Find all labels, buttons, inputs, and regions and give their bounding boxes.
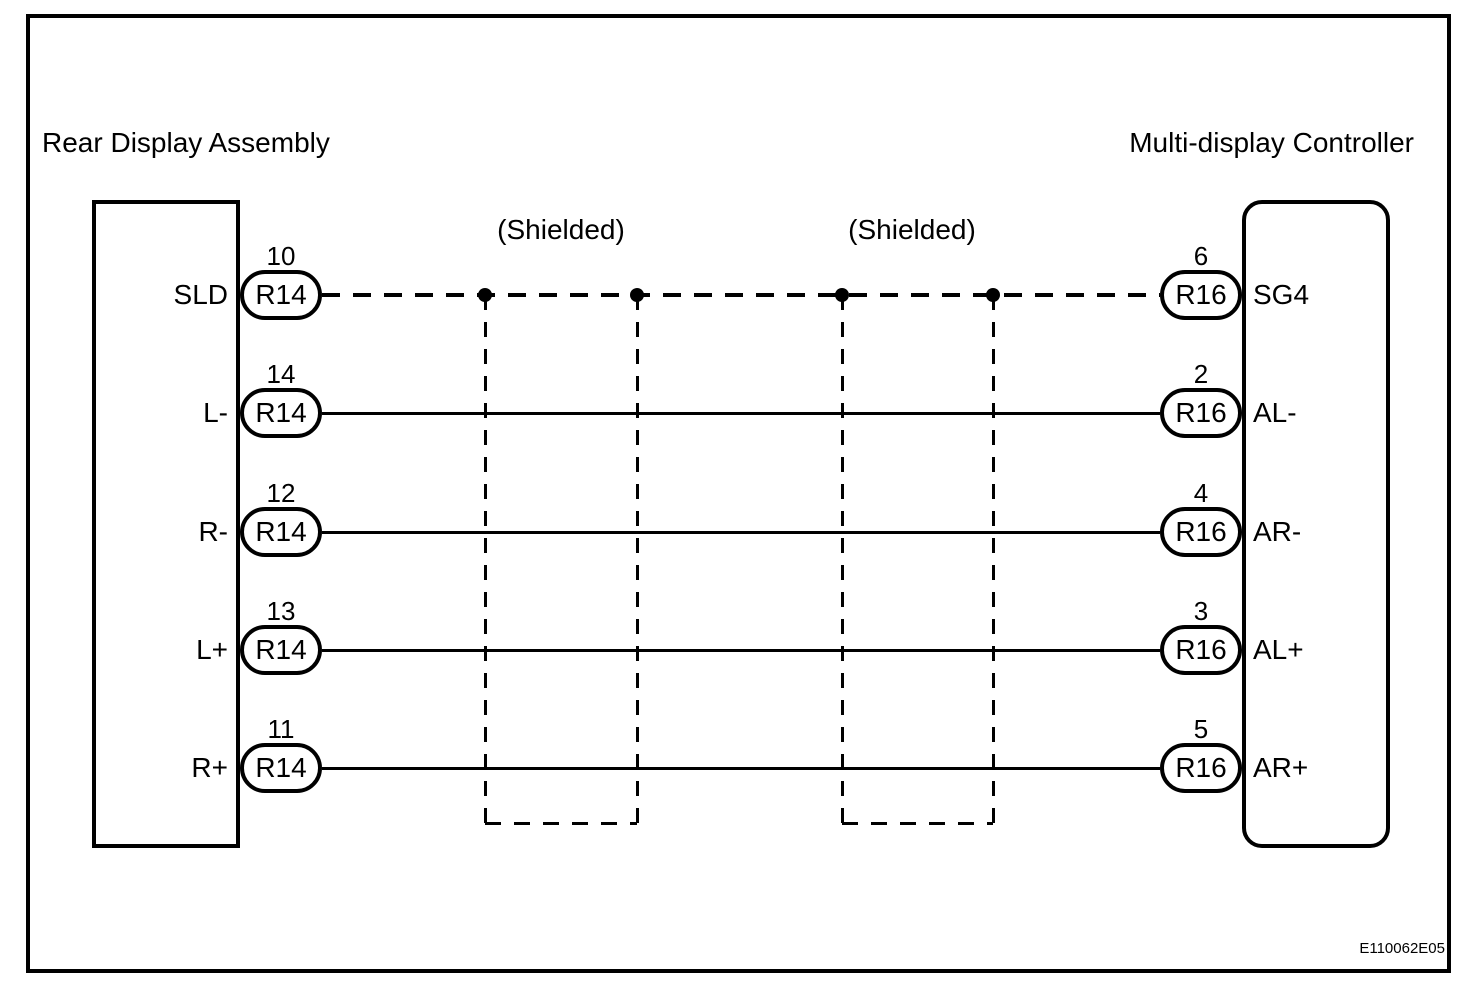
wire-row-3 xyxy=(322,649,1160,652)
wire-row-2 xyxy=(322,531,1160,534)
shield-box-2-bottom-line xyxy=(842,822,993,825)
shielded-label-1: (Shielded) xyxy=(497,214,625,245)
shield-box-2-left-line xyxy=(841,295,844,824)
signal-label-al-minus: AL- xyxy=(1253,397,1297,428)
pin-number: 3 xyxy=(1193,596,1209,626)
shield-wire-dashed xyxy=(322,293,1160,297)
shield-box-1-left-line xyxy=(484,295,487,824)
junction-dot xyxy=(478,288,492,302)
junction-dot xyxy=(630,288,644,302)
shield-box-2-right-line xyxy=(992,295,995,824)
right-component-title: Multi-display Controller xyxy=(1129,127,1414,158)
connector-code: R16 xyxy=(1175,516,1227,547)
connector-pill-r14: R14 xyxy=(240,270,322,320)
connector-code: R16 xyxy=(1175,397,1227,428)
connector-code: R14 xyxy=(255,279,307,310)
wire-row-4 xyxy=(322,767,1160,770)
left-component-box xyxy=(92,200,240,848)
connector-pill-r14: R14 xyxy=(240,507,322,557)
signal-label-l-minus: L- xyxy=(203,397,228,428)
pin-number: 13 xyxy=(266,596,296,626)
connector-code: R16 xyxy=(1175,279,1227,310)
signal-label-al-plus: AL+ xyxy=(1253,634,1304,665)
pin-number: 10 xyxy=(266,241,296,271)
shielded-label-2: (Shielded) xyxy=(848,214,976,245)
left-component-title: Rear Display Assembly xyxy=(42,127,330,158)
connector-pill-r16: R16 xyxy=(1160,625,1242,675)
pin-number: 12 xyxy=(266,478,296,508)
figure-id: E110062E05 xyxy=(1359,940,1445,957)
pin-number: 11 xyxy=(267,714,295,744)
wire-row-1 xyxy=(322,412,1160,415)
junction-dot xyxy=(835,288,849,302)
connector-pill-r14: R14 xyxy=(240,388,322,438)
connector-pill-r14: R14 xyxy=(240,743,322,793)
signal-label-sld: SLD xyxy=(173,279,228,310)
connector-code: R14 xyxy=(255,516,307,547)
shield-box-1-bottom-line xyxy=(485,822,637,825)
connector-code: R16 xyxy=(1175,634,1227,665)
pin-number: 4 xyxy=(1193,478,1209,508)
junction-dot xyxy=(986,288,1000,302)
signal-label-ar-minus: AR- xyxy=(1253,516,1302,547)
pin-number: 14 xyxy=(266,359,296,389)
connector-pill-r16: R16 xyxy=(1160,743,1242,793)
connector-code: R14 xyxy=(255,397,307,428)
connector-pill-r16: R16 xyxy=(1160,270,1242,320)
pin-number: 2 xyxy=(1193,359,1209,389)
diagram-border xyxy=(26,14,1451,973)
connector-code: R14 xyxy=(255,634,307,665)
pin-number: 6 xyxy=(1193,241,1209,271)
connector-code: R16 xyxy=(1175,752,1227,783)
signal-label-l-plus: L+ xyxy=(196,634,228,665)
pin-number: 5 xyxy=(1193,714,1209,744)
shield-box-1-right-line xyxy=(636,295,639,824)
connector-pill-r14: R14 xyxy=(240,625,322,675)
signal-label-sg4: SG4 xyxy=(1253,279,1310,310)
connector-code: R14 xyxy=(255,752,307,783)
connector-pill-r16: R16 xyxy=(1160,507,1242,557)
connector-pill-r16: R16 xyxy=(1160,388,1242,438)
right-component-box xyxy=(1242,200,1390,848)
signal-label-r-minus: R- xyxy=(198,516,228,547)
signal-label-ar-plus: AR+ xyxy=(1253,752,1309,783)
signal-label-r-plus: R+ xyxy=(191,752,228,783)
